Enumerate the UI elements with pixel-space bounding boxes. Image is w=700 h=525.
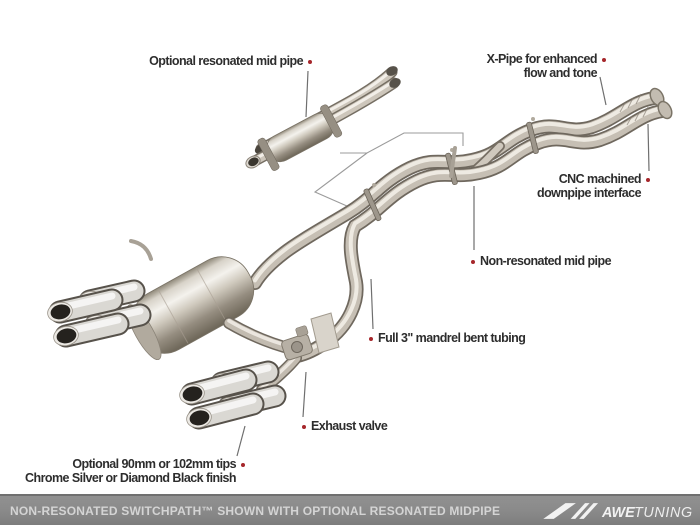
label-text: Full 3" mandrel bent tubing — [378, 331, 526, 345]
leader-lines — [236, 70, 650, 457]
downpipe-interface-graphic — [619, 87, 673, 126]
red-dot-icon — [646, 177, 650, 182]
label-text: Exhaust valve — [311, 419, 388, 433]
red-dot-icon — [602, 57, 606, 62]
label-text: X-Pipe for enhanced — [486, 52, 598, 66]
logo-slash-icon — [543, 502, 576, 519]
label-text: Chrome Silver or Diamond Black finish — [25, 470, 237, 485]
quad-tips-upper-graphic — [47, 287, 140, 348]
quad-tips-lower-graphic — [179, 368, 275, 430]
red-dot-icon — [241, 462, 245, 467]
red-dot-icon — [308, 59, 312, 64]
label-text: Non-resonated mid pipe — [480, 254, 612, 268]
footer-bar: NON-RESONATED SWITCHPATH™ SHOWN WITH OPT… — [0, 494, 700, 525]
label-text: downpipe interface — [536, 185, 642, 200]
label-text: CNC machined — [558, 172, 642, 186]
brand-name-rest: TUNING — [634, 504, 692, 520]
label-xpipe: X-Pipe for enhanced flow and tone — [486, 52, 606, 80]
label-text: Optional 90mm or 102mm tips — [72, 457, 236, 471]
label-optional-resonated-midpipe: Optional resonated mid pipe — [149, 54, 312, 69]
inset-bracket-lines — [313, 132, 464, 211]
resonator-graphic — [257, 104, 343, 171]
resonated-midpipe-inset-graphic — [245, 66, 401, 171]
label-text: Optional resonated mid pipe — [149, 54, 303, 68]
label-tips: Optional 90mm or 102mm tips Chrome Silve… — [25, 457, 245, 485]
label-exhaust-valve: Exhaust valve — [302, 419, 388, 434]
label-non-resonated-midpipe: Non-resonated mid pipe — [471, 254, 612, 269]
label-cnc-downpipe: CNC machined downpipe interface — [536, 172, 650, 200]
label-text: flow and tone — [523, 65, 598, 80]
main-pipes-graphic — [129, 87, 673, 356]
red-dot-icon — [302, 424, 306, 429]
brand-name-bold: AWE — [601, 504, 635, 520]
logo-slash-icon — [579, 502, 599, 519]
footer-caption: NON-RESONATED SWITCHPATH™ SHOWN WITH OPT… — [10, 503, 501, 518]
awe-tuning-logo: AWE TUNING — [543, 502, 692, 520]
exhaust-valve-graphic — [281, 312, 340, 361]
red-dot-icon — [369, 336, 373, 341]
red-dot-icon — [471, 259, 475, 264]
label-mandrel-tubing: Full 3" mandrel bent tubing — [369, 331, 526, 346]
logo-slash-icon — [570, 502, 590, 519]
